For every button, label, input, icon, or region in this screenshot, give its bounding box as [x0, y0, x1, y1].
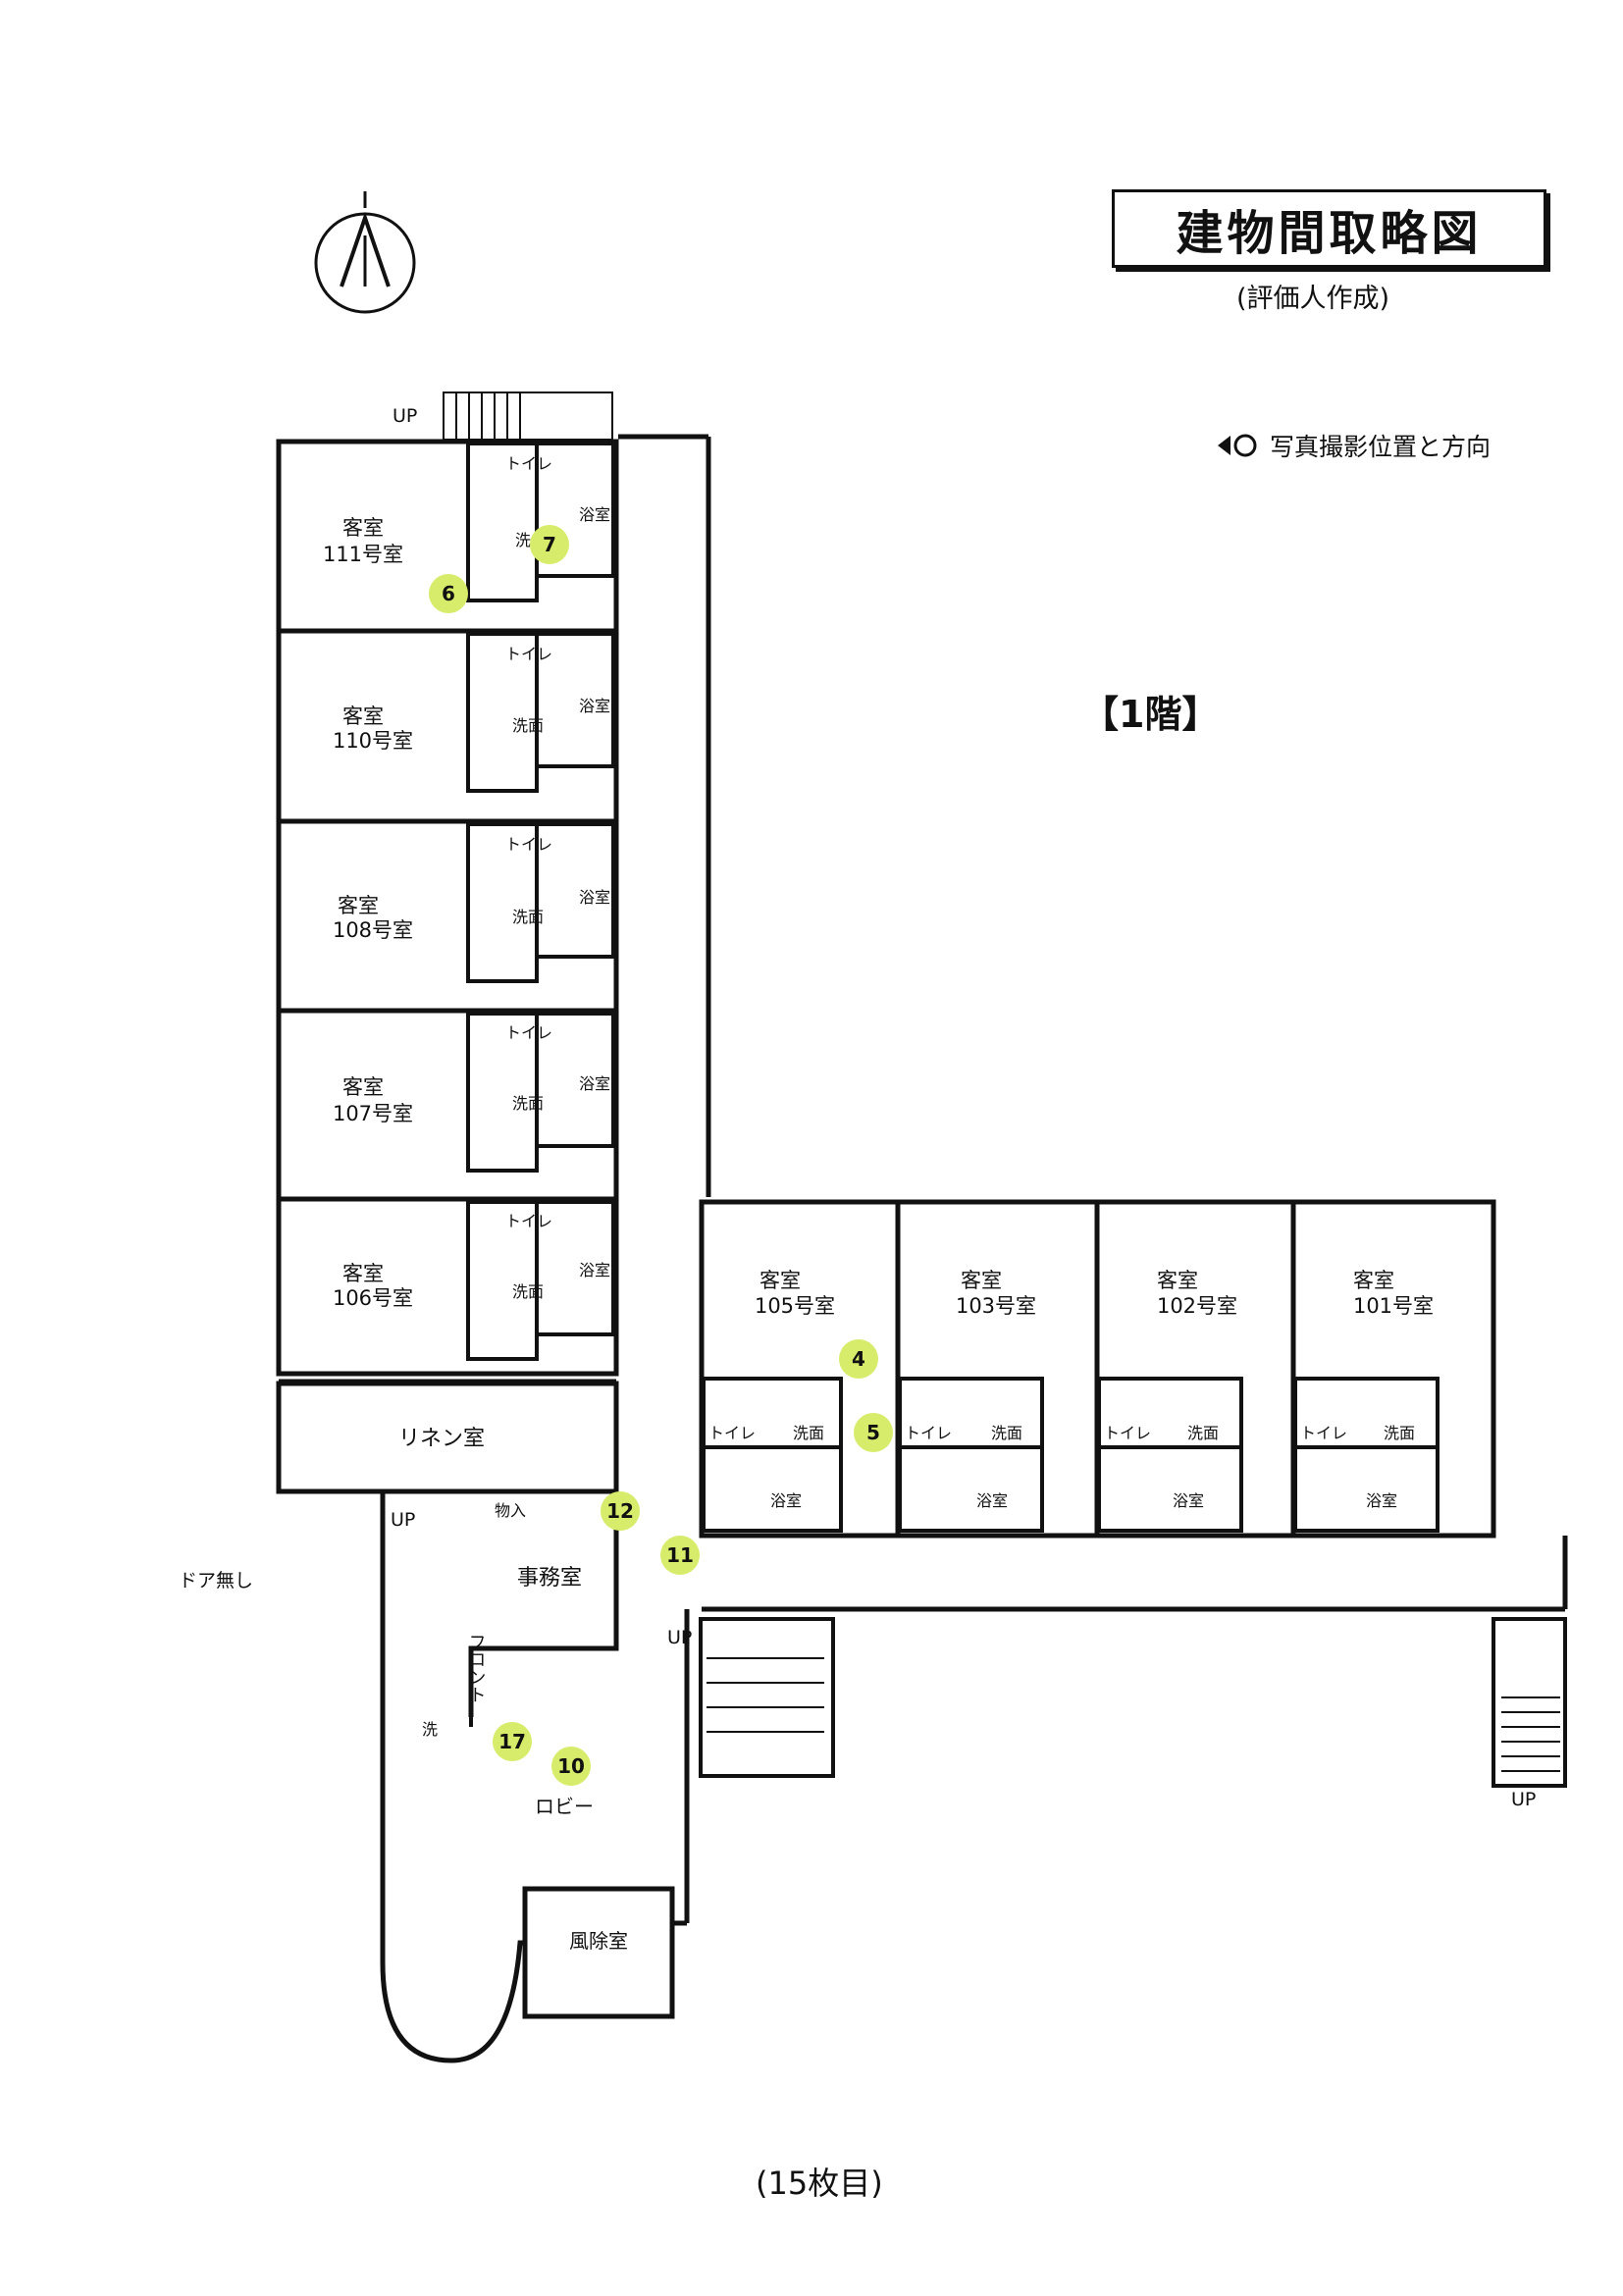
svg-text:4: 4 [852, 1347, 865, 1371]
toilet-label: トイレ [708, 1424, 756, 1442]
toilet-label: トイレ [1300, 1424, 1347, 1442]
svg-text:7: 7 [543, 533, 556, 556]
photo-marker: 6 [429, 574, 468, 613]
photo-marker: 7 [530, 525, 569, 564]
toilet-label: トイレ [1104, 1424, 1151, 1442]
photo-marker: 11 [660, 1536, 700, 1575]
room-102-label: 客室 [1157, 1269, 1198, 1292]
up-label: UP [393, 405, 417, 427]
photo-marker: 12 [601, 1491, 640, 1531]
room-101-label: 客室 [1353, 1269, 1394, 1292]
front-desk-label: フロント [466, 1633, 487, 1703]
room-105-number: 105号室 [755, 1294, 835, 1318]
washroom-label: 洗面 [512, 716, 544, 735]
photo-marker: 17 [493, 1722, 532, 1761]
wash-label: 洗 [515, 531, 531, 549]
bath-label: 浴室 [1173, 1491, 1204, 1510]
north-arrow-icon [314, 191, 416, 314]
bath-label: 浴室 [579, 697, 610, 715]
photo-legend: 写真撮影位置と方向 [1215, 428, 1491, 463]
svg-text:11: 11 [666, 1543, 694, 1567]
bath-label: 浴室 [1366, 1491, 1397, 1510]
room-102-number: 102号室 [1157, 1294, 1237, 1318]
toilet-label: トイレ [505, 1023, 552, 1042]
up-label: UP [391, 1509, 415, 1531]
drawing-title: 建物間取略図 [1112, 189, 1546, 268]
room-101-number: 101号室 [1353, 1294, 1434, 1318]
washroom-label: 洗面 [512, 1094, 544, 1113]
washroom-label: 洗面 [991, 1424, 1022, 1442]
room-111-label: 客室 [342, 516, 384, 540]
room-110-number: 110号室 [333, 729, 413, 753]
svg-text:5: 5 [866, 1421, 880, 1444]
bath-label: 浴室 [579, 1261, 610, 1279]
photo-direction-icon [1218, 434, 1257, 457]
svg-text:10: 10 [557, 1754, 585, 1778]
room-106-number: 106号室 [333, 1286, 413, 1310]
windbreak-label: 風除室 [569, 1929, 628, 1953]
room-107-number: 107号室 [333, 1102, 413, 1125]
photo-marker: 4 [839, 1339, 878, 1379]
storage-label: 物入 [495, 1501, 526, 1520]
bath-label: 浴室 [579, 1074, 610, 1093]
page-number: (15枚目) [756, 2165, 883, 2202]
room-107-label: 客室 [342, 1075, 384, 1099]
svg-text:6: 6 [442, 582, 455, 605]
toilet-label: トイレ [905, 1424, 952, 1442]
bath-label: 浴室 [579, 888, 610, 907]
room-105-label: 客室 [759, 1269, 801, 1292]
legend-label: 写真撮影位置と方向 [1270, 433, 1492, 461]
toilet-label: トイレ [505, 835, 552, 854]
washroom-label: 洗面 [1187, 1424, 1219, 1442]
washroom-label: 洗面 [512, 1282, 544, 1301]
lobby-label: ロビー [535, 1795, 594, 1818]
washroom-label: 洗面 [793, 1424, 824, 1442]
bath-label: 浴室 [976, 1491, 1008, 1510]
washroom-label: 洗面 [512, 908, 544, 926]
bath-label: 浴室 [770, 1491, 802, 1510]
drawing-subtitle: (評価人作成) [1236, 284, 1390, 314]
room-111-number: 111号室 [323, 543, 403, 566]
svg-text:12: 12 [606, 1499, 634, 1523]
room-103-label: 客室 [961, 1269, 1002, 1292]
room-108-number: 108号室 [333, 918, 413, 942]
room-106-label: 客室 [342, 1262, 384, 1285]
bath-label: 浴室 [579, 505, 610, 524]
room-108-label: 客室 [338, 894, 379, 917]
up-label: UP [1511, 1789, 1536, 1810]
up-label: UP [667, 1627, 692, 1648]
washroom-label: 洗面 [1384, 1424, 1415, 1442]
linen-room-label: リネン室 [398, 1427, 485, 1451]
svg-text:17: 17 [498, 1730, 526, 1753]
wash-label: 洗 [422, 1720, 438, 1739]
toilet-label: トイレ [505, 1212, 552, 1230]
toilet-label: トイレ [505, 645, 552, 663]
floor-label: 【1階】 [1081, 693, 1220, 736]
office-label: 事務室 [517, 1566, 582, 1591]
door-none-label: ドア無し [179, 1570, 253, 1592]
photo-marker: 5 [854, 1413, 893, 1452]
toilet-label: トイレ [505, 454, 552, 473]
photo-marker: 10 [551, 1747, 591, 1786]
room-110-label: 客室 [342, 704, 384, 728]
room-103-number: 103号室 [956, 1294, 1036, 1318]
